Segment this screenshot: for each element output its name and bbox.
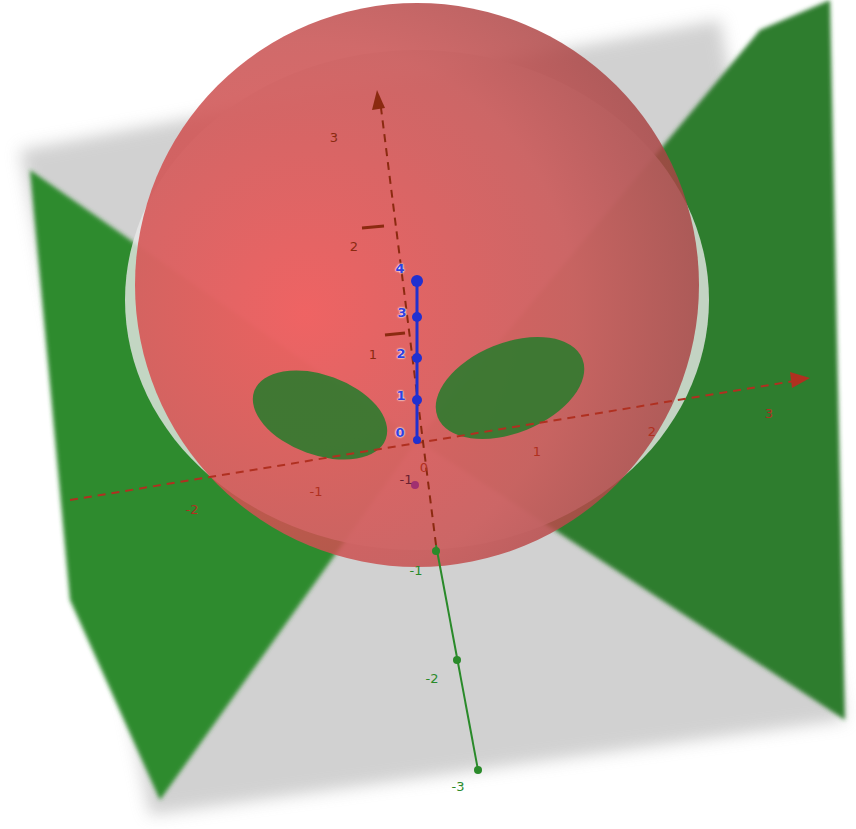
axis-tick-label: 3 <box>397 306 406 320</box>
axis-tick-label: 1 <box>396 389 405 403</box>
axis-tick-label: 0 <box>395 426 404 440</box>
axis-tick-label: 1 <box>533 445 541 459</box>
axis-tick-label: 4 <box>395 262 404 276</box>
x-axis <box>70 380 800 500</box>
axis-tick-label: -2 <box>186 503 199 517</box>
sphere <box>135 3 699 567</box>
axis-tick-label: -2 <box>426 672 439 686</box>
x-arrow <box>790 372 810 388</box>
z-axis <box>436 545 478 770</box>
axis-tick-label: 3 <box>330 131 338 145</box>
y-axis <box>380 100 436 545</box>
axis-tick-label: 2 <box>648 425 656 439</box>
axis-tick-label: 3 <box>765 407 773 421</box>
axis-tick-label: 2 <box>350 240 358 254</box>
y-arrow <box>372 90 385 110</box>
axis-tick-label: 2 <box>396 347 405 361</box>
axis-tick-label: -3 <box>452 780 465 794</box>
axis-tick-label: 1 <box>369 348 377 362</box>
axis-tick-label: -1 <box>400 473 413 487</box>
axis-tick-label: -1 <box>410 564 423 578</box>
axis-tick-label: 0 <box>420 461 428 475</box>
axis-tick-label: -1 <box>310 485 323 499</box>
